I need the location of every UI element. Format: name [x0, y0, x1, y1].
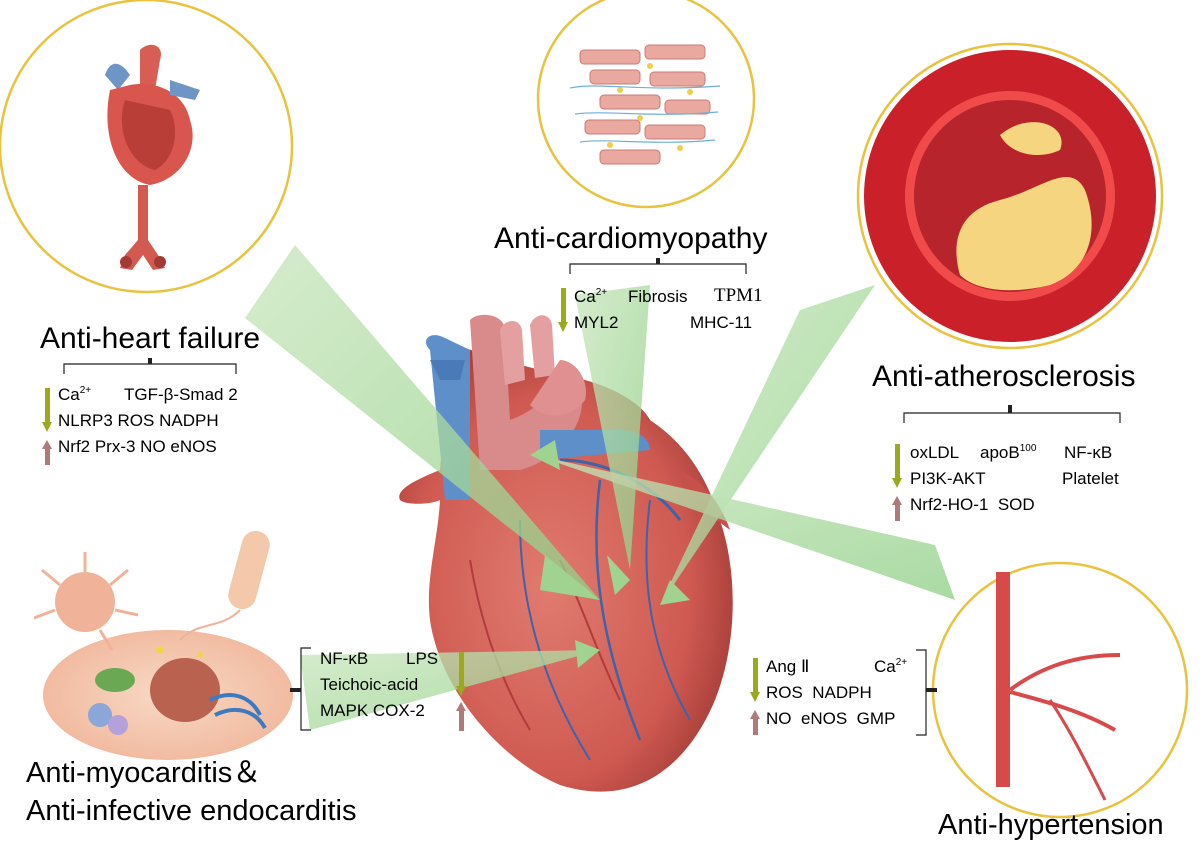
- list-item: Teichoic-acid: [320, 675, 419, 694]
- cardiomyopathy-title: Anti-cardiomyopathy: [494, 222, 768, 255]
- up-arrow-icon: [892, 496, 902, 521]
- heart-anatomy-icon: [0, 0, 294, 294]
- up-arrow-icon: [750, 710, 760, 735]
- heart-failure-title: Anti-heart failure: [40, 322, 261, 355]
- up-arrow-icon: [42, 440, 52, 465]
- atherosclerosis-title: Anti-atherosclerosis: [872, 360, 1136, 393]
- list-item: Nrf2-HO-1 SOD: [910, 495, 1035, 514]
- brackets: [63, 258, 1121, 736]
- list-item: Ca2+ Fibrosis TPM1: [574, 285, 763, 306]
- list-item: NLRP3 ROS NADPH: [58, 411, 219, 430]
- myocarditis-list: NF-κB LPS Teichoic-acid MAPK COX-2: [320, 646, 500, 731]
- list-item: MYL2 MHC-11: [574, 313, 753, 332]
- list-item: NF-κB LPS: [320, 649, 439, 668]
- list-item: NO eNOS GMP: [766, 709, 896, 728]
- tissue-fibrosis-icon: [536, 0, 756, 209]
- cell-bacteria-icon: [33, 530, 293, 760]
- cardiomyopathy-list: Ca2+ Fibrosis TPM1 MYL2 MHC-11: [558, 284, 790, 336]
- list-item: Ang Ⅱ Ca2+: [766, 657, 908, 676]
- down-arrow-icon: [558, 288, 568, 332]
- list-item: MAPK COX-2: [320, 701, 425, 720]
- blood-vessel-icon: [931, 561, 1189, 819]
- down-arrow-icon: [42, 388, 52, 432]
- down-arrow-icon: [892, 444, 902, 488]
- myocarditis-title-line1: Anti-myocarditis＆: [26, 757, 262, 789]
- down-arrow-icon: [750, 658, 760, 702]
- up-arrow-icon: [456, 702, 466, 731]
- beam-arrowheads: [530, 440, 690, 668]
- down-arrow-icon: [456, 652, 466, 696]
- hypertension-title: Anti-hypertension: [938, 809, 1164, 841]
- list-item: ROS NADPH: [766, 683, 872, 702]
- list-item: Ca2+ TGF-β-Smad 2: [58, 385, 238, 404]
- list-item: PI3K-AKT Platelet: [910, 469, 1119, 488]
- heart-failure-list: Ca2+ TGF-β-Smad 2 NLRP3 ROS NADPH Nrf2 P…: [42, 382, 284, 465]
- atherosclerosis-list: oxLDL apoB100 NF-κB PI3K-AKT Platelet Nr…: [892, 440, 1154, 521]
- myocarditis-title-line2: Anti-infective endocarditis: [26, 795, 357, 827]
- artery-plaque-icon: [856, 42, 1164, 350]
- hypertension-list: Ang Ⅱ Ca2+ ROS NADPH NO eNOS GMP: [750, 654, 922, 735]
- list-item: Nrf2 Prx-3 NO eNOS: [58, 437, 217, 456]
- effect-beams: [245, 245, 955, 730]
- list-item: oxLDL apoB100 NF-κB: [910, 443, 1113, 462]
